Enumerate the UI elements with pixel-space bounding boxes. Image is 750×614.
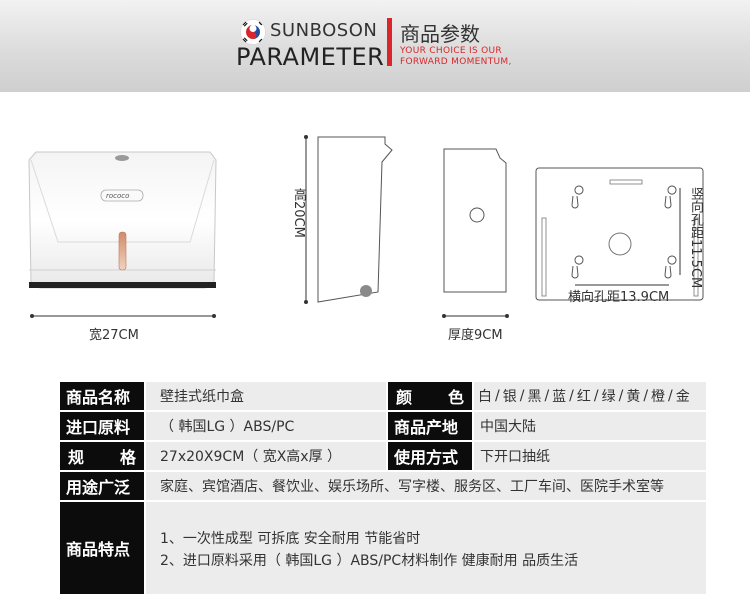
spec-label: 规 格: [60, 442, 144, 470]
height-label: 高20CM: [291, 188, 306, 238]
color-option: 金: [675, 389, 690, 405]
color-options: 白/ 银/ 黑/ 蓝/ 红/ 绿/ 黄/ 橙/ 金: [478, 388, 690, 405]
spec-label-text: 商品特点: [66, 540, 131, 559]
width-label: 宽27CM: [89, 328, 139, 343]
spec-cell: [474, 412, 706, 440]
vertical-hole-distance-label: 竖向孔距11.5CM: [688, 187, 703, 289]
spec-label-text: 使用方式: [394, 448, 459, 467]
spec-label-text: 色: [447, 388, 464, 407]
spec-label: 颜 色: [388, 382, 472, 410]
spec-value: 27x20X9CM（ 宽X高x厚 ）: [160, 449, 342, 465]
spec-label-text: 规: [68, 448, 85, 467]
spec-cell: [146, 472, 706, 500]
table-row: 用途广泛 家庭、宾馆酒店、餐饮业、娱乐场所、写字楼、服务区、工厂车间、医院手术室…: [60, 472, 706, 500]
color-option: 蓝: [552, 389, 567, 405]
spec-value: 壁挂式纸巾盒: [160, 389, 244, 405]
feature-line-2: 2、进口原料采用（ 韩国LG ）ABS/PC材料制作 健康耐用 品质生活: [160, 553, 579, 569]
slogan-line-2: FORWARD MOMENTUM,: [400, 57, 512, 67]
depth-label: 厚度9CM: [448, 328, 503, 343]
slogan-line-1: YOUR CHOICE IS OUR: [400, 46, 502, 56]
spec-cell: [146, 442, 386, 470]
front-logo: rococo: [106, 192, 130, 200]
spec-label-text: 用途广泛: [66, 478, 131, 497]
spec-label: 商品产地: [388, 412, 472, 440]
spec-label: 进口原料: [60, 412, 144, 440]
table-row: 商品名称 壁挂式纸巾盒 颜 色 白/ 银/ 黑/ 蓝/ 红/ 绿/ 黄/ 橙/ …: [60, 382, 706, 410]
color-option: 白: [478, 389, 492, 405]
spec-label: 使用方式: [388, 442, 472, 470]
color-option: 银: [502, 389, 517, 405]
product-drawings: 宽27CM 高20CM 厚度9CM 竖向孔距11.5CM 横向孔距13.9CM …: [0, 92, 750, 362]
spec-label-text: 进口原料: [66, 418, 131, 437]
color-option: 绿: [601, 389, 616, 405]
page-title: 商品参数: [400, 22, 480, 46]
table-row: 规 格 27x20X9CM（ 宽X高x厚 ） 使用方式 下开口抽纸: [60, 442, 706, 470]
spec-label-text: 商品产地: [394, 418, 459, 437]
table-row: 进口原料 （ 韩国LG ）ABS/PC 商品产地 中国大陆: [60, 412, 706, 440]
spec-cell: [146, 502, 706, 594]
spec-label-text: 颜: [396, 388, 413, 407]
horizontal-hole-distance-label: 横向孔距13.9CM: [568, 290, 670, 305]
top-view: [442, 148, 509, 318]
brand-name: SUNBOSON: [270, 20, 378, 41]
spec-value: （ 韩国LG ）ABS/PC: [160, 419, 295, 435]
spec-cell: [146, 412, 386, 440]
color-option: 黄: [626, 389, 641, 405]
title-divider: [387, 18, 392, 66]
back-view: [535, 167, 704, 301]
spec-label: 商品名称: [60, 382, 144, 410]
color-option: 黑: [527, 389, 542, 405]
spec-label: 商品特点: [60, 502, 144, 594]
feature-line-1: 1、一次性成型 可拆底 安全耐用 节能省时: [160, 531, 421, 547]
spec-value: 家庭、宾馆酒店、餐饮业、娱乐场所、写字楼、服务区、工厂车间、医院手术室等: [160, 479, 664, 495]
color-option: 红: [576, 389, 591, 405]
spec-label: 用途广泛: [60, 472, 144, 500]
color-option: 橙: [651, 389, 666, 405]
spec-label-text: 商品名称: [66, 388, 131, 407]
spec-cell: [474, 442, 706, 470]
spec-cell: [146, 382, 386, 410]
table-row: 商品特点 1、一次性成型 可拆底 安全耐用 节能省时 2、进口原料采用（ 韩国L…: [60, 502, 706, 594]
slogan: YOUR CHOICE IS OUR FORWARD MOMENTUM,: [400, 46, 512, 68]
side-view: [304, 135, 393, 304]
parameter-title: PARAMETER: [236, 43, 385, 71]
korea-flag-icon: [240, 19, 266, 45]
spec-cell: [474, 382, 706, 410]
dimension-diagram: [28, 135, 704, 318]
header-banner: SUNBOSON PARAMETER 商品参数 YOUR CHOICE IS O…: [0, 0, 750, 92]
front-view: [28, 151, 217, 318]
spec-value: 下开口抽纸: [480, 449, 550, 465]
spec-value: 中国大陆: [480, 419, 536, 435]
spec-label-text: 格: [119, 448, 136, 467]
